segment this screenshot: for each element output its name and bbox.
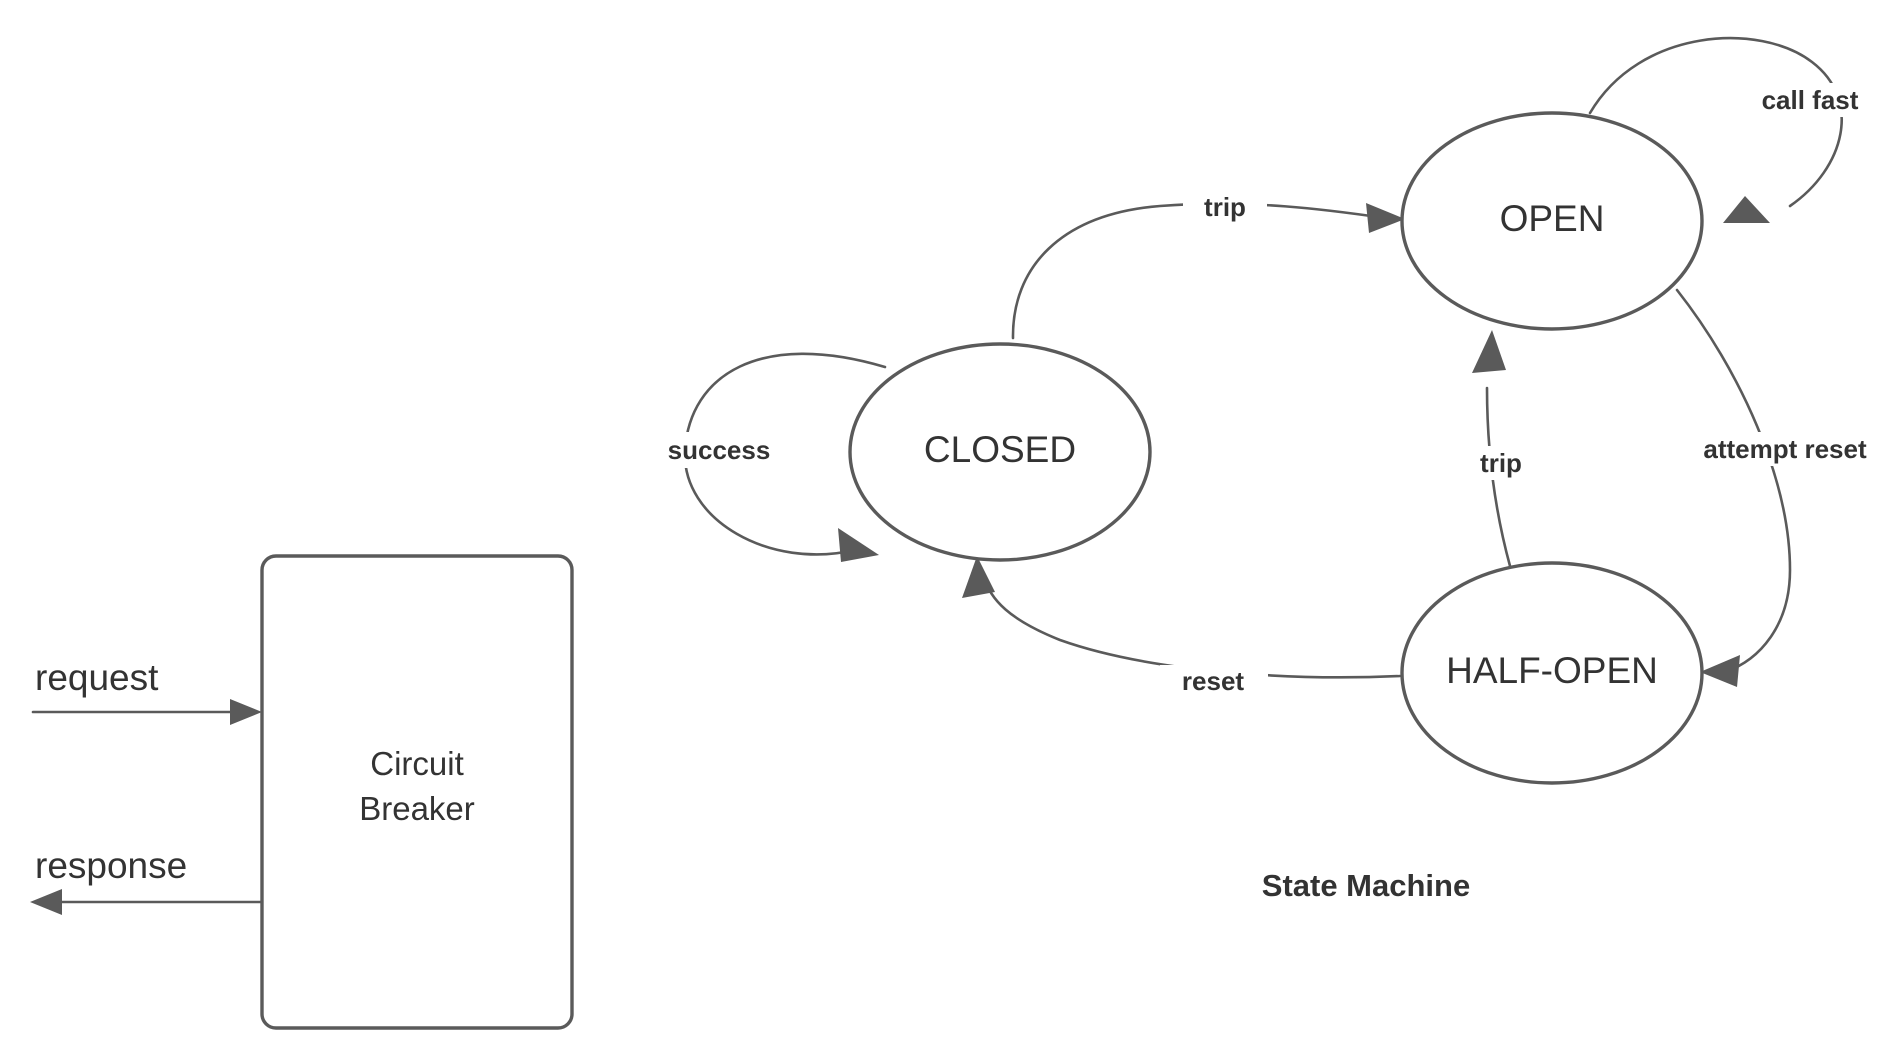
transition-success-arrowhead-icon — [838, 528, 879, 562]
request-arrow: request — [31, 657, 262, 725]
request-arrowhead-icon — [230, 699, 262, 725]
transition-call-fast-label-bg — [1742, 83, 1878, 117]
state-node-half-open[interactable]: HALF-OPEN — [1400, 561, 1704, 785]
transition-call-fast-arrowhead-icon — [1723, 196, 1770, 223]
transition-call-fast-label: call fast — [1762, 85, 1859, 115]
transition-reset-arrowhead-icon — [962, 556, 995, 598]
transition-success[interactable]: success — [648, 352, 887, 562]
transition-trip-closed-open[interactable]: trip — [1011, 190, 1405, 340]
state-node-open-shape[interactable] — [1400, 111, 1704, 331]
transition-trip-half-open-label: trip — [1480, 448, 1522, 478]
transition-attempt-reset[interactable]: attempt reset — [1675, 288, 1892, 687]
transition-trip-closed-open-label-bg — [1183, 190, 1267, 224]
transition-call-fast-path — [1588, 36, 1843, 208]
transition-success-label-bg — [648, 432, 790, 468]
state-node-closed-label: CLOSED — [924, 429, 1076, 470]
transition-trip-closed-open-label: trip — [1204, 192, 1246, 222]
transition-trip-half-open-label-bg — [1459, 446, 1543, 480]
response-arrowhead-icon — [30, 889, 62, 915]
state-node-half-open-shape[interactable] — [1400, 561, 1704, 785]
transition-reset-label: reset — [1182, 666, 1244, 696]
state-node-closed-shape[interactable] — [848, 342, 1152, 562]
transition-trip-closed-open-arrowhead-icon — [1366, 203, 1405, 233]
transition-trip-half-open[interactable]: trip — [1459, 330, 1543, 568]
response-arrow: response — [30, 845, 264, 915]
transition-trip-closed-open-path — [1011, 202, 1387, 340]
state-machine-title: State Machine — [1262, 868, 1470, 903]
transition-attempt-reset-label-bg — [1678, 432, 1892, 466]
state-node-closed[interactable]: CLOSED — [848, 342, 1152, 562]
transition-reset-label-bg — [1160, 665, 1268, 699]
transition-trip-half-open-arrowhead-icon — [1472, 330, 1506, 373]
request-label: request — [35, 657, 159, 698]
transition-success-label: success — [668, 435, 771, 465]
circuit-breaker-label-line2: Breaker — [359, 790, 475, 827]
circuit-breaker-label-line1: Circuit — [370, 745, 464, 782]
circuit-breaker-box[interactable] — [260, 554, 574, 1030]
transition-reset-path — [981, 573, 1402, 679]
transition-attempt-reset-arrowhead-icon — [1700, 655, 1740, 687]
transition-call-fast[interactable]: call fast — [1588, 36, 1878, 223]
transition-attempt-reset-label: attempt reset — [1703, 434, 1867, 464]
transition-attempt-reset-path — [1675, 288, 1792, 674]
state-node-half-open-label: HALF-OPEN — [1446, 650, 1658, 691]
transition-reset[interactable]: reset — [962, 556, 1402, 699]
state-node-open[interactable]: OPEN — [1400, 111, 1704, 331]
response-label: response — [35, 845, 187, 886]
state-node-open-label: OPEN — [1500, 198, 1605, 239]
circuit-breaker-component[interactable]: Circuit Breaker — [260, 554, 574, 1030]
